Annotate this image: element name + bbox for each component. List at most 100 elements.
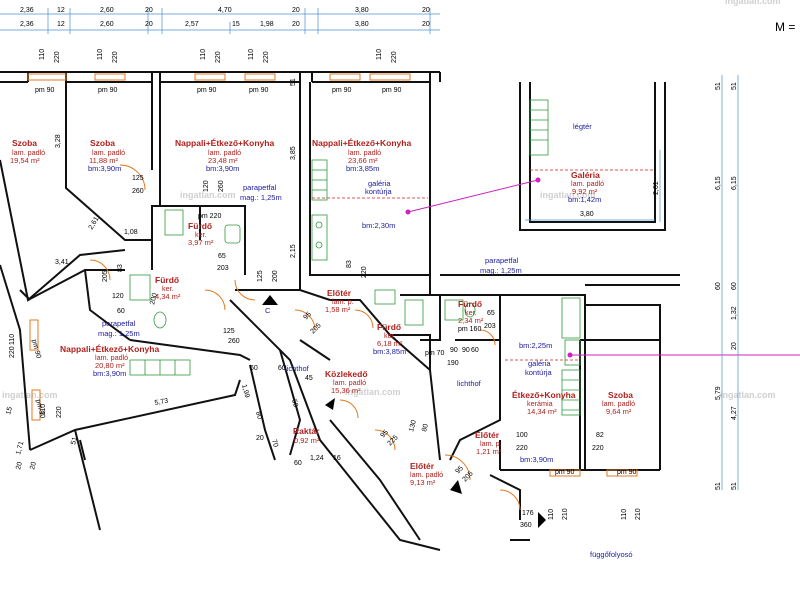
section-marker-icon xyxy=(262,295,278,305)
window-sill: 110 xyxy=(376,49,383,60)
door-size: 60 xyxy=(471,347,479,354)
door-size: 203 xyxy=(484,323,496,330)
room-name: Raktár xyxy=(293,426,320,436)
section-marker-icon xyxy=(538,512,546,528)
room-eloter-1: Előtér lam. p. 1,58 m² xyxy=(325,288,354,314)
room-area: 15,36 m² xyxy=(331,386,361,395)
room-galeria: Galéria lam. padló 9,92 m² bm:1,42m xyxy=(568,170,604,204)
top-dimension-row-1: 2,36 12 2,60 20 4,70 20 3,80 20 xyxy=(20,7,430,14)
dim-label: 20 xyxy=(15,461,24,470)
room-height: bm:3,90m xyxy=(93,369,126,378)
door-size: 95 xyxy=(379,429,390,440)
door-size: 60 xyxy=(294,460,302,467)
dim-label: 1,99 xyxy=(240,384,250,399)
room-name: Fürdő xyxy=(458,299,482,309)
room-name: Fürdő xyxy=(155,275,179,285)
dim-label: 3,80 xyxy=(580,211,594,218)
room-name: Előtér xyxy=(475,430,500,440)
watermark: ingatlan.com xyxy=(540,190,596,200)
dim-label: 51 xyxy=(70,436,79,445)
room-name: Szoba xyxy=(12,138,37,148)
dim-label: 20 xyxy=(29,461,38,470)
dim-label: 12 xyxy=(57,21,65,28)
reference-dot xyxy=(535,177,541,183)
window-label: pm 70 xyxy=(425,350,445,357)
room-etkezo-konyha: Étkező+Konyha kerámia 14,34 m² bm:3,90m xyxy=(512,390,576,464)
dim-label: 3,41 xyxy=(55,259,69,266)
window-label: pm 90 xyxy=(617,469,637,476)
door-size: 220 xyxy=(516,445,528,452)
door-size: 203 xyxy=(217,265,229,272)
dim-label: 2,61 xyxy=(653,181,660,195)
dimension-labels: 3,28 3,85 2,61 3,41 1,08 2,15 5,73 1,24 … xyxy=(5,134,341,470)
door-size: 125 xyxy=(132,175,144,182)
room-area: 4,34 m² xyxy=(155,292,181,301)
dim-label: 20 xyxy=(422,21,430,28)
dim-label: 5,73 xyxy=(154,398,169,407)
room-name: Fürdő xyxy=(377,322,401,332)
right-dimension-labels: 51 51 6,15 6,15 60 60 1,32 20 5,79 4,27 … xyxy=(580,82,738,490)
fixtures xyxy=(129,209,581,366)
parapet-height-label: mag.: 1,25m xyxy=(480,266,522,275)
room-kozlekedo: Közlekedő lam. padló 15,36 m² xyxy=(325,369,368,395)
dim-label: 1,08 xyxy=(124,229,138,236)
reference-dot xyxy=(567,352,573,358)
window-height: 220 xyxy=(215,51,222,63)
top-dimension-row-2: 2,36 12 2,60 20 2,57 15 1,98 20 3,80 20 xyxy=(20,21,430,28)
room-eloter-2: Előtér lam. padló 9,13 m² xyxy=(410,461,443,487)
door-size: 110 xyxy=(548,509,555,520)
dim-label: 60 xyxy=(715,282,722,290)
room-area: 19,54 m² xyxy=(10,156,40,165)
room-floor: ker. xyxy=(162,284,174,293)
room-name: Galéria xyxy=(571,170,600,180)
room-nappali-2: Nappali+Étkező+Konyha lam. padló 23,66 m… xyxy=(312,138,411,173)
room-name: Fürdő xyxy=(188,221,212,231)
room-floor: kerámia xyxy=(527,399,553,408)
room-height: bm:3,90m xyxy=(520,455,553,464)
gallery-contour xyxy=(312,169,655,361)
dim-label: 2,36 xyxy=(20,7,34,14)
door-size: 60 xyxy=(278,365,286,372)
contour-label: kontúrja xyxy=(365,187,393,196)
door-size: 260 xyxy=(228,338,240,345)
door-size: 225 xyxy=(386,434,399,447)
door-size: 205 xyxy=(309,322,322,335)
door-size: 260 xyxy=(132,188,144,195)
window-label: pm 90 xyxy=(30,339,42,360)
dim-label: 1,98 xyxy=(260,21,274,28)
window-label: pm 160 xyxy=(458,326,481,333)
window-sill: 110 xyxy=(97,49,104,60)
door-size: 130 xyxy=(408,419,418,432)
window-height: 220 xyxy=(54,51,61,63)
door-size: 210 xyxy=(562,508,569,520)
room-area: 6,18 m² xyxy=(377,339,403,348)
door-size: 125 xyxy=(223,328,235,335)
door-size: 205 xyxy=(461,470,474,483)
window-height: 220 xyxy=(263,51,270,63)
dim-label: 51 xyxy=(731,482,738,490)
dim-label: 3,80 xyxy=(355,21,369,28)
room-name: Nappali+Étkező+Konyha xyxy=(175,138,274,148)
room-floor: lam. padló xyxy=(348,148,381,157)
door-size: 95 xyxy=(302,311,313,322)
dim-label: 15 xyxy=(232,21,240,28)
door-size: 125 xyxy=(257,270,264,282)
room-area: 1,21 m² xyxy=(476,447,502,456)
door-size: 90 xyxy=(450,347,458,354)
room-name: Szoba xyxy=(90,138,115,148)
room-height: bm:3,85m xyxy=(373,347,406,356)
parapet-height-label: mag.: 1,25m xyxy=(98,329,140,338)
room-floor: lam. padló xyxy=(333,378,366,387)
room-floor: lam. p. xyxy=(480,439,502,448)
door-size: 50 xyxy=(290,399,299,408)
room-name: Szoba xyxy=(608,390,633,400)
room-szoba-3: Szoba lam. padló 9,64 m² xyxy=(602,390,635,416)
gallery-label: galéria xyxy=(368,179,391,188)
room-floor: ker. xyxy=(384,331,396,340)
dim-label: 2,60 xyxy=(100,21,114,28)
opening-sizes: 125 260 120 260 65 203 125 200 83 205 12… xyxy=(9,175,642,529)
parapet-label: parapetfal xyxy=(243,183,277,192)
dim-label: 1,24 xyxy=(310,455,324,462)
watermark: ingatlan.com xyxy=(2,390,58,400)
parapet-label: parapetfal xyxy=(102,319,136,328)
